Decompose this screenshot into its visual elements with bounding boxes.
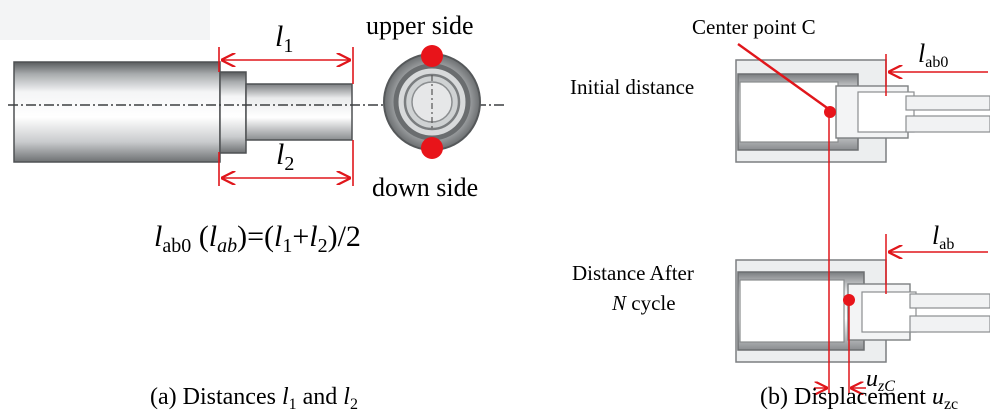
small-shaft — [245, 83, 353, 141]
center-point-c-marker — [824, 106, 836, 118]
large-cylinder — [13, 61, 221, 163]
distance-after-label: Distance After — [572, 261, 694, 285]
caption-b: (b) Displacement uzc — [760, 384, 958, 413]
panel-a: l1 l2 upper side down side lab0 (lab)=(l… — [0, 0, 505, 413]
center-point-leader — [737, 43, 831, 111]
collar — [219, 71, 247, 154]
n-cycle-label: N cycle — [611, 291, 676, 315]
formula: lab0 (lab)=(l1+l2)/2 — [154, 220, 361, 257]
l2-label: l2 — [276, 138, 294, 175]
down-side-marker — [421, 137, 443, 159]
center-point-label: Center point C — [692, 15, 816, 39]
caption-a: (a) Distances l1 and l2 — [150, 384, 358, 413]
panel-b: Center point C uzC lab0 lab Initial dist… — [570, 15, 990, 413]
background-band — [0, 0, 210, 40]
upper-side-marker — [421, 45, 443, 67]
initial-distance-label: Initial distance — [570, 75, 694, 99]
down-side-label: down side — [372, 173, 478, 202]
specimen-after — [735, 259, 990, 363]
specimen-initial — [735, 59, 990, 163]
l1-label: l1 — [275, 20, 293, 57]
lab0-label: lab0 — [918, 39, 948, 71]
lab-label: lab — [932, 221, 954, 253]
uzc-label: uzC — [866, 366, 895, 395]
end-view — [383, 53, 481, 151]
upper-side-label: upper side — [366, 11, 474, 40]
